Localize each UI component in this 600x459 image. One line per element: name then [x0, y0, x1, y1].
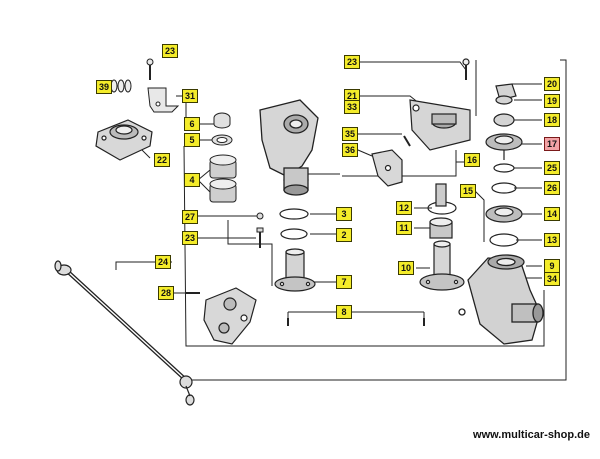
leader-line	[190, 59, 567, 381]
callout-24: 24	[155, 255, 172, 269]
callout-14: 14	[544, 207, 561, 221]
rod-end-right	[179, 375, 193, 389]
leader-line	[183, 145, 545, 347]
callout-20: 20	[544, 77, 561, 91]
callout-22: 22	[154, 153, 171, 167]
kingpin-upper	[435, 183, 447, 207]
ring-small-2	[117, 79, 125, 93]
spindle-10	[433, 243, 451, 279]
callout-27: 27	[182, 210, 199, 224]
steering-lever	[203, 287, 257, 345]
o-ring-2	[280, 228, 308, 240]
callout-35: 35	[342, 127, 359, 141]
steering-knuckle-left	[259, 99, 319, 177]
callout-25: 25	[544, 161, 561, 175]
leader-line	[360, 61, 467, 71]
callout-23-right: 23	[344, 55, 361, 69]
callout-31: 31	[182, 89, 199, 103]
ring-small-3	[124, 79, 132, 93]
screw-35	[403, 135, 411, 147]
callout-23-screw: 23	[162, 44, 179, 58]
callout-33: 33	[344, 100, 361, 114]
leader-line	[357, 149, 373, 157]
callout-39: 39	[96, 80, 113, 94]
cap-18	[493, 113, 515, 127]
seal-13	[489, 233, 519, 247]
leader-line	[197, 169, 211, 181]
callout-36: 36	[342, 143, 359, 157]
nut	[256, 212, 264, 220]
callout-4: 4	[184, 173, 200, 187]
callout-19: 19	[544, 94, 561, 108]
leader-line	[227, 220, 273, 286]
callout-34: 34	[544, 272, 561, 286]
steering-knuckle-right	[467, 257, 541, 345]
o-ring-3	[279, 208, 309, 220]
callout-11: 11	[396, 221, 412, 235]
callout-2: 2	[336, 228, 352, 242]
callout-26: 26	[544, 181, 561, 195]
callout-18: 18	[544, 113, 561, 127]
callout-8: 8	[336, 305, 352, 319]
callout-10: 10	[398, 261, 415, 275]
callout-3: 3	[336, 207, 352, 221]
leader-line	[473, 189, 485, 242]
callout-12: 12	[396, 201, 413, 215]
callout-15: 15	[460, 184, 477, 198]
ring-25	[493, 163, 515, 173]
website-footer: www.multicar-shop.de	[473, 429, 590, 441]
callout-17-highlighted: 17	[544, 137, 561, 151]
callout-9: 9	[544, 259, 560, 273]
callout-7: 7	[336, 275, 352, 289]
callout-13: 13	[544, 233, 561, 247]
leader-line	[115, 261, 172, 270]
callout-16: 16	[464, 153, 481, 167]
callout-23-bolt: 23	[182, 231, 199, 245]
callout-5: 5	[184, 133, 200, 147]
angle-bracket	[147, 87, 180, 113]
washer-19	[495, 95, 513, 105]
callout-28: 28	[158, 286, 175, 300]
ring-26	[491, 182, 517, 194]
leader-line	[197, 179, 211, 193]
cap	[213, 112, 231, 129]
callout-6: 6	[184, 117, 200, 131]
